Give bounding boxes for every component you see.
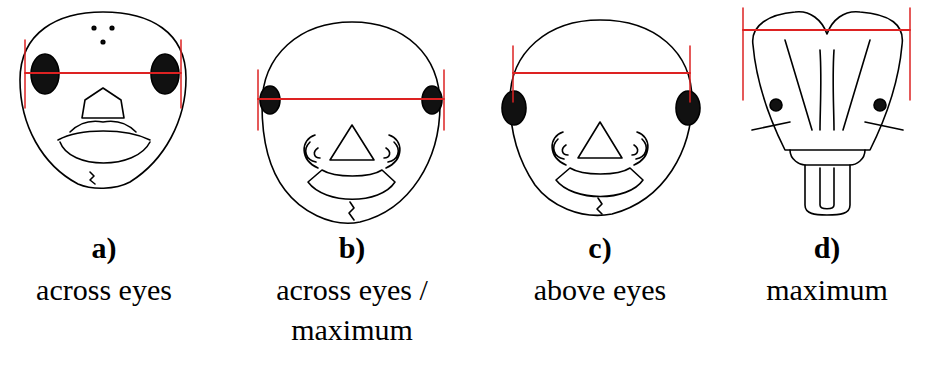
drawing-stroke <box>742 8 744 100</box>
drawing-stroke <box>578 122 622 158</box>
head-a <box>20 12 186 188</box>
head-d <box>752 12 903 215</box>
drawing-stroke <box>512 46 514 102</box>
drawing-stroke <box>770 99 782 111</box>
drawing-stroke <box>874 99 886 111</box>
head-b <box>260 22 442 223</box>
drawing-stroke <box>304 135 320 168</box>
drawing-stroke <box>349 202 354 220</box>
drawing-stroke <box>92 26 96 30</box>
drawing-stroke <box>502 91 526 125</box>
drawing-stroke <box>785 40 870 130</box>
drawing-stroke <box>25 72 181 74</box>
measurement-caption: maximum <box>727 270 927 310</box>
drawing-stroke <box>510 20 692 215</box>
drawing-stroke <box>752 122 903 130</box>
panel-letter: d) <box>727 228 927 268</box>
drawing-stroke <box>180 40 182 108</box>
drawing-stroke <box>90 172 95 184</box>
panel-letter: c) <box>500 228 700 268</box>
drawing-stroke <box>330 125 374 160</box>
drawing-stroke <box>909 8 911 100</box>
head-c <box>502 20 700 215</box>
drawing-stroke <box>58 131 150 140</box>
drawing-stroke <box>82 88 124 118</box>
drawing-stroke <box>101 40 105 44</box>
measurement-caption: across eyes <box>4 270 204 310</box>
drawing-stroke <box>257 70 259 130</box>
measurement-caption: above eyes <box>500 270 700 310</box>
drawing-stroke <box>20 12 186 188</box>
drawing-stroke <box>632 132 648 165</box>
drawing-stroke <box>384 135 400 168</box>
drawing-stroke <box>689 46 691 102</box>
drawing-stroke <box>820 50 834 130</box>
drawing-stroke <box>743 29 910 31</box>
drawing-stroke <box>308 170 395 199</box>
panel-letter: b) <box>252 228 452 268</box>
drawing-stroke <box>552 132 568 165</box>
drawing-stroke <box>110 26 114 30</box>
panel-letter: a) <box>4 228 204 268</box>
measurement-caption: across eyes / maximum <box>250 270 455 350</box>
drawing-stroke <box>556 168 643 197</box>
drawing-stroke <box>24 40 26 108</box>
drawing-stroke <box>790 150 865 165</box>
drawing-stroke <box>753 12 903 150</box>
drawing-stroke <box>597 198 602 214</box>
drawing-stroke <box>443 70 445 130</box>
drawing-stroke <box>258 98 444 100</box>
drawing-stroke <box>676 91 700 125</box>
drawing-stroke <box>513 72 690 74</box>
drawing-stroke <box>262 22 440 223</box>
drawing-stroke <box>820 168 834 209</box>
drawing-stroke <box>805 165 850 215</box>
drawing-stroke <box>60 142 150 163</box>
